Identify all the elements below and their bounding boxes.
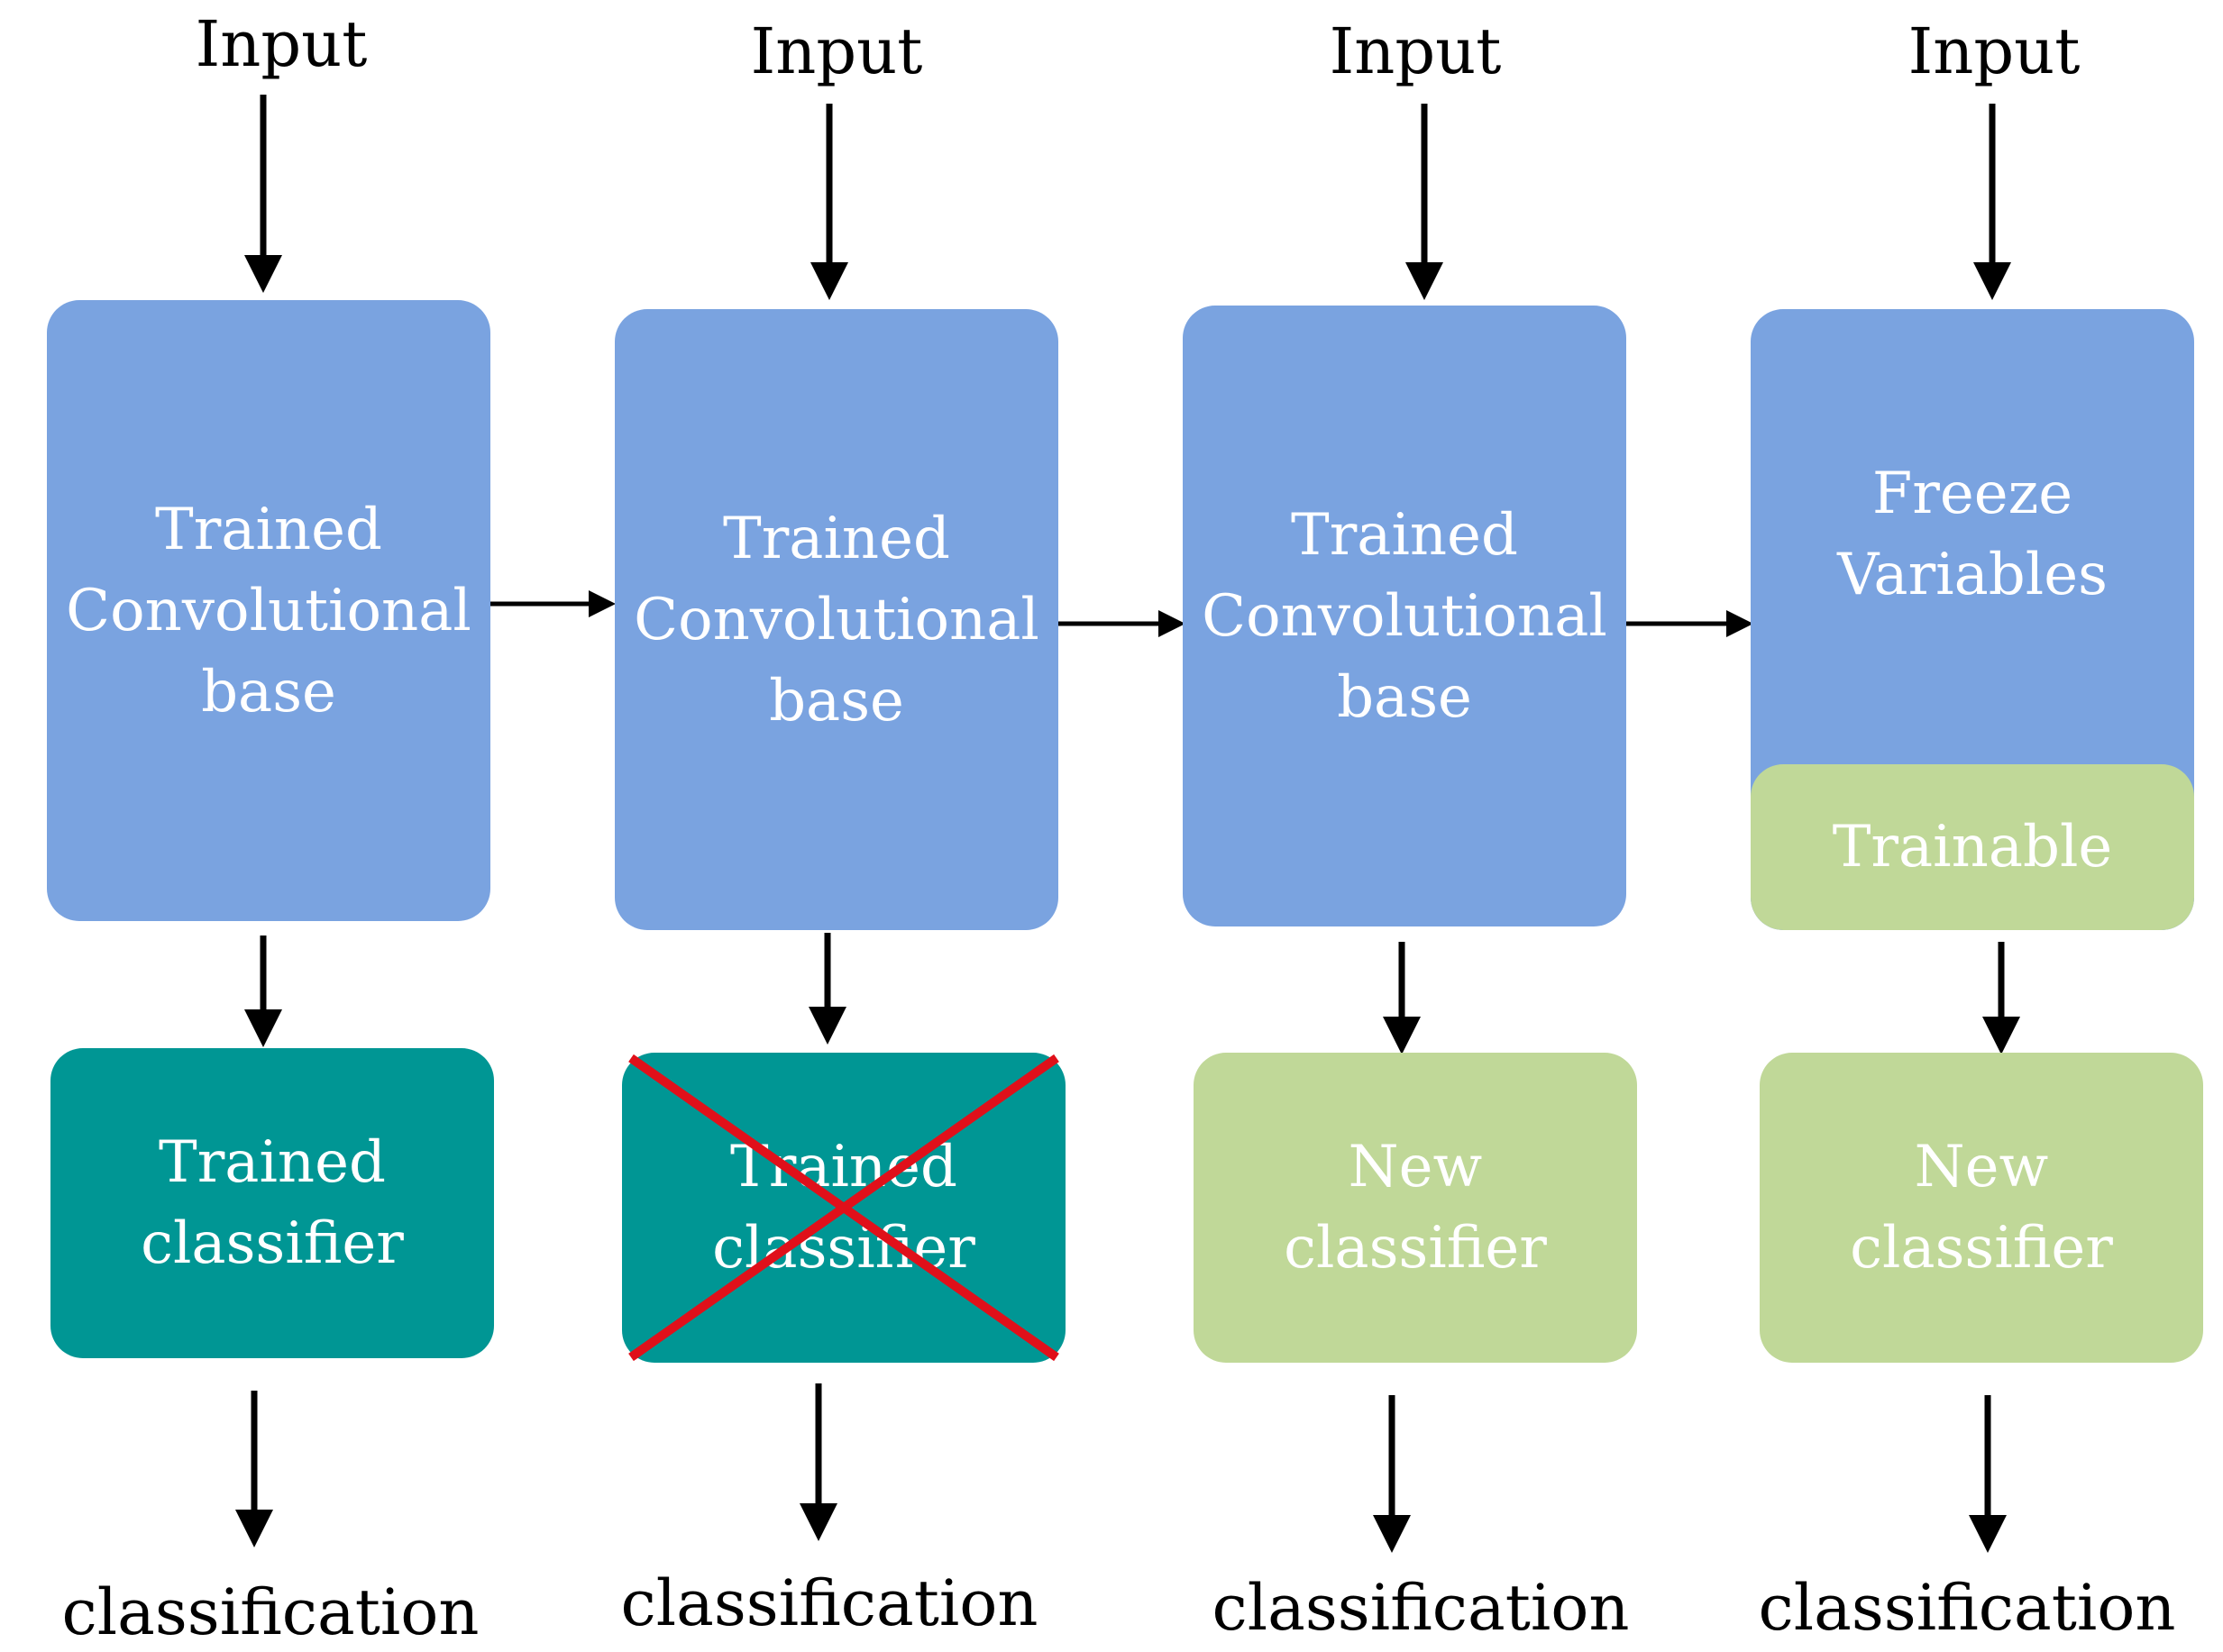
base-line-1: Trained — [1291, 501, 1518, 569]
output-label-3: classification — [1212, 1571, 1630, 1645]
base-line-3: base — [1337, 663, 1472, 731]
classifier-line-2: classifier — [141, 1210, 404, 1277]
classifier-line-2: classifier — [712, 1215, 975, 1282]
base-line-1: Trained — [155, 496, 382, 563]
classifier-line-1: Trained — [730, 1134, 957, 1200]
output-label-1: classification — [61, 1575, 480, 1649]
trainable-layer: Trainable — [1751, 764, 2194, 930]
classifier-line-2: classifier — [1850, 1215, 2113, 1282]
classifier-line-1: New — [1914, 1134, 2049, 1200]
input-label-1: Input — [195, 7, 368, 81]
new-classifier-4: New classifier — [1760, 1053, 2203, 1363]
base-line-3: base — [769, 667, 904, 735]
trained-conv-base-1: Trained Convolutional base — [47, 300, 490, 921]
freeze-line-1: Freeze — [1871, 461, 2073, 527]
base-line-3: base — [201, 658, 336, 726]
classifier-line-1: Trained — [159, 1129, 386, 1196]
base-line-2: Convolutional — [1202, 582, 1607, 650]
classifier-line-2: classifier — [1284, 1215, 1547, 1282]
removed-trained-classifier-2: Trained classifier — [622, 1053, 1066, 1363]
output-label-4: classification — [1758, 1571, 2176, 1645]
freeze-variables-block-4: Freeze Variables Trainable — [1751, 309, 2194, 930]
base-line-2: Convolutional — [634, 586, 1039, 653]
base-line-1: Trained — [723, 505, 950, 572]
base-line-2: Convolutional — [66, 577, 471, 644]
new-classifier-3: New classifier — [1194, 1053, 1637, 1363]
classifier-line-1: New — [1348, 1134, 1483, 1200]
trained-conv-base-3: Trained Convolutional base — [1183, 306, 1626, 926]
trained-classifier-1: Trained classifier — [50, 1048, 494, 1358]
trained-conv-base-2: Trained Convolutional base — [615, 309, 1058, 930]
input-label-3: Input — [1329, 14, 1502, 88]
input-label-4: Input — [1907, 14, 2081, 88]
input-label-2: Input — [750, 14, 923, 88]
freeze-line-2: Variables — [1837, 542, 2108, 608]
trainable-label: Trainable — [1832, 814, 2113, 881]
output-label-2: classification — [620, 1566, 1038, 1640]
